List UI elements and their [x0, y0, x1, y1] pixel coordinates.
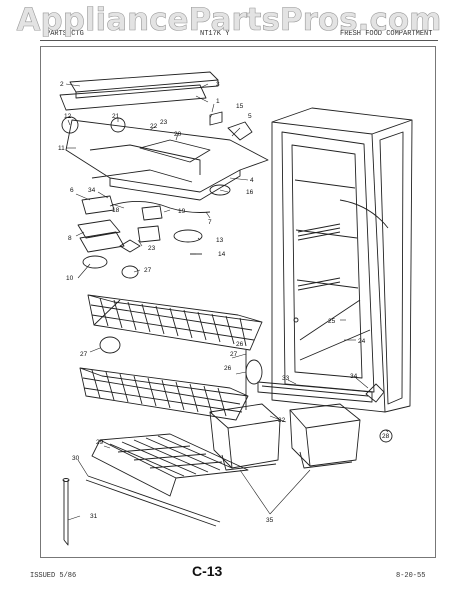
callout-27-left: 27 [80, 351, 88, 358]
callout-22: 22 [150, 123, 158, 130]
callout-14: 14 [218, 251, 226, 258]
header-catalog-label: PARTS CTG [46, 30, 84, 38]
callout-labels: 1 2 3 4 5 6 7 8 10 11 12 13 14 15 16 18 … [58, 81, 390, 524]
callout-7: 7 [208, 219, 212, 226]
callout-11: 11 [58, 145, 65, 152]
crisper-drawers [209, 403, 361, 471]
header-model-label: NT17K Y [200, 30, 230, 38]
header-section-title: FRESH FOOD COMPARTMENT [340, 30, 433, 38]
upper-wire-shelf [87, 294, 263, 354]
callout-31: 31 [90, 513, 98, 520]
refrigerator-cabinet [271, 107, 413, 413]
crisper-cover-shelf [85, 433, 249, 527]
watermark: AppliancePartsPros.com [16, 2, 442, 39]
leader-lines [65, 83, 389, 521]
callout-23-top: 23 [160, 119, 168, 126]
bottom-grille [257, 381, 393, 443]
callout-19: 19 [178, 208, 186, 215]
callout-8: 8 [68, 235, 72, 242]
callout-6: 6 [70, 187, 74, 194]
callout-34-right: 34 [350, 373, 358, 380]
thermostat-and-wiring [77, 195, 211, 279]
callout-10: 10 [66, 275, 74, 282]
lower-wire-shelf [79, 350, 263, 421]
callout-15: 15 [236, 103, 244, 110]
callout-3: 3 [216, 81, 220, 88]
callout-27-right: 27 [230, 351, 238, 358]
callout-30: 30 [72, 455, 80, 462]
page-number: C-13 [192, 563, 223, 579]
callout-21: 21 [112, 113, 120, 120]
diagram-frame [40, 46, 436, 558]
callout-26-upper: 26 [236, 341, 244, 348]
callout-33: 33 [282, 375, 290, 382]
callout-13: 13 [216, 237, 224, 244]
document-code: 8-20-55 [396, 572, 426, 580]
callout-23-bottom: 23 [148, 245, 156, 252]
callout-20: 20 [174, 131, 182, 138]
callout-35: 35 [266, 517, 274, 524]
callout-27-top: 27 [144, 267, 152, 274]
callout-18: 18 [112, 207, 120, 214]
drain-tube [62, 478, 70, 546]
callout-16: 16 [246, 189, 254, 196]
callout-24: 24 [358, 338, 366, 345]
header-rule [40, 40, 438, 41]
callout-1: 1 [216, 98, 220, 105]
control-plate-assembly [59, 71, 269, 201]
callout-12: 12 [64, 113, 72, 120]
callout-34-left: 34 [88, 187, 96, 194]
callout-5: 5 [248, 113, 252, 120]
issued-date: ISSUED 5/86 [30, 572, 77, 580]
callout-2: 2 [60, 81, 64, 88]
callout-29: 29 [96, 439, 104, 446]
callout-28: 28 [382, 433, 390, 440]
callout-4: 4 [250, 177, 254, 184]
callout-25: 25 [328, 318, 336, 325]
callout-32: 32 [278, 417, 286, 424]
callout-26-lower: 26 [224, 365, 232, 372]
